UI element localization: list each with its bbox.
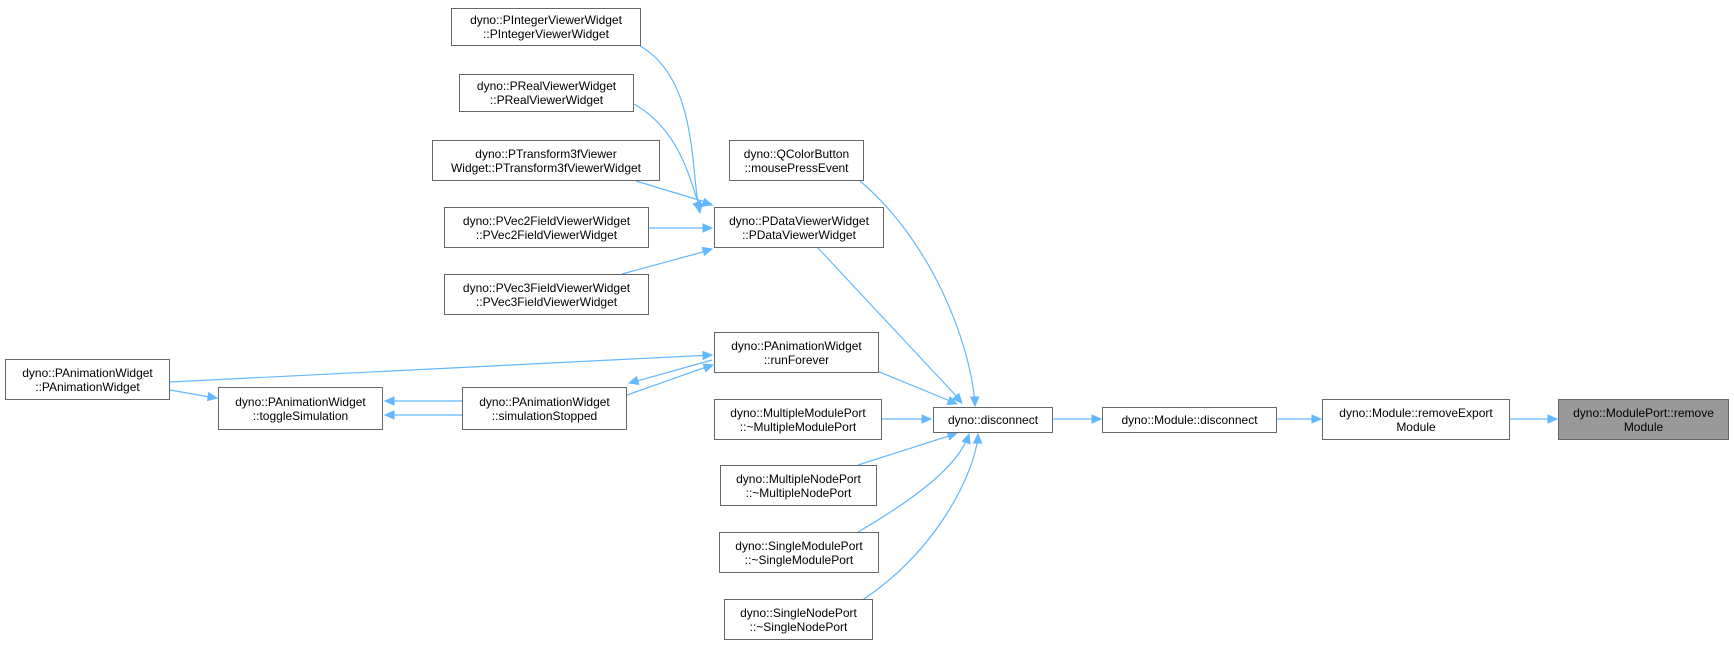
node-pvec2fieldviewerwidget-ctor[interactable]: dyno::PVec2FieldViewerWidget ::PVec2Fiel… — [444, 207, 649, 248]
node-label-line2: ::PVec3FieldViewerWidget — [475, 294, 618, 309]
edge-arrowhead — [946, 431, 959, 441]
edge-arrowhead — [972, 432, 983, 444]
node-label-line2: ::~MultipleNodePort — [745, 485, 852, 500]
edge-arrowhead — [921, 414, 933, 424]
call-edge — [633, 103, 701, 209]
node-pdataviewerwidget-ctor[interactable]: dyno::PDataViewerWidget ::PDataViewerWid… — [714, 207, 884, 248]
node-label-line2: Widget::PTransform3fViewerWidget — [450, 160, 642, 175]
node-multiplenodeport-dtor[interactable]: dyno::MultipleNodePort ::~MultipleNodePo… — [720, 465, 877, 506]
edge-arrowhead — [701, 246, 714, 257]
node-label-line1: dyno::PAnimationWidget — [235, 394, 366, 409]
node-panimationwidget-ctor[interactable]: dyno::PAnimationWidget ::PAnimationWidge… — [5, 359, 170, 400]
node-label-line1: dyno::PIntegerViewerWidget — [470, 13, 622, 27]
node-label-line1: dyno::PRealViewerWidget — [476, 79, 617, 93]
edge-arrowhead — [969, 396, 980, 408]
edge-arrowhead — [383, 396, 395, 406]
node-label-line2: ::~SingleNodePort — [749, 619, 848, 634]
edge-arrowhead — [627, 375, 640, 385]
node-label-line1: dyno::PAnimationWidget — [731, 338, 862, 353]
edge-arrowhead — [961, 432, 971, 445]
node-label-line2: Module — [1623, 419, 1664, 434]
edge-arrowhead — [952, 392, 963, 404]
node-label-line1: dyno::QColorButton — [743, 146, 850, 161]
node-qcolorbutton-mousepressevent[interactable]: dyno::QColorButton ::mousePressEvent — [729, 140, 864, 181]
call-edge — [857, 435, 979, 604]
node-singlemoduleport-dtor[interactable]: dyno::SingleModulePort ::~SingleModulePo… — [719, 532, 879, 573]
call-edge — [621, 249, 711, 275]
node-pintegerviewerwidget-ctor[interactable]: dyno::PIntegerViewerWidget ::PIntegerVie… — [451, 8, 641, 46]
node-module-removeexportmodule[interactable]: dyno::Module::removeExport Module — [1322, 399, 1510, 440]
node-label-line2: ::toggleSimulation — [252, 408, 349, 423]
node-label-line1: dyno::PAnimationWidget — [22, 365, 153, 380]
node-label-line2: ::PVec2FieldViewerWidget — [475, 227, 618, 242]
node-label-line2: ::simulationStopped — [491, 408, 598, 423]
edge-arrowhead — [1547, 414, 1559, 424]
edge-arrowhead — [383, 410, 395, 420]
node-label-line1: dyno::PDataViewerWidget — [729, 213, 869, 228]
call-edge — [629, 359, 713, 384]
node-label-line1: dyno::PVec3FieldViewerWidget — [462, 280, 631, 295]
edge-arrowhead — [702, 223, 714, 233]
edge-arrowhead — [702, 350, 714, 361]
node-label-line1: dyno::SingleModulePort — [735, 538, 863, 553]
node-singlenodeport-dtor[interactable]: dyno::SingleNodePort ::~SingleNodePort — [724, 599, 873, 640]
edge-arrowhead — [1091, 414, 1103, 424]
call-edge — [169, 354, 713, 383]
node-panimationwidget-simulationstopped[interactable]: dyno::PAnimationWidget ::simulationStopp… — [462, 387, 627, 430]
call-edge — [639, 45, 701, 211]
call-edge — [876, 370, 956, 404]
call-edge — [857, 435, 969, 533]
call-edge — [817, 247, 961, 401]
node-label-line2: ::PAnimationWidget — [35, 379, 140, 394]
edge-arrowhead — [946, 396, 959, 405]
node-panimationwidget-runforever[interactable]: dyno::PAnimationWidget ::runForever — [714, 332, 879, 373]
node-label-line2: ::~MultipleModulePort — [739, 419, 857, 434]
node-label-line1: dyno::ModulePort::remove — [1573, 405, 1714, 420]
node-multiplemoduleport-dtor[interactable]: dyno::MultipleModulePort ::~MultipleModu… — [714, 399, 882, 440]
node-prealviewerwidget-ctor[interactable]: dyno::PRealViewerWidget ::PRealViewerWid… — [459, 74, 634, 112]
node-label-line2: ::mousePressEvent — [744, 160, 849, 175]
edge-arrowhead — [701, 197, 714, 207]
node-pvec3fieldviewerwidget-ctor[interactable]: dyno::PVec3FieldViewerWidget ::PVec3Fiel… — [444, 274, 649, 315]
node-label-line2: ::PRealViewerWidget — [489, 93, 604, 107]
node-label-line1: dyno::SingleNodePort — [740, 605, 857, 620]
node-label-line1: dyno::Module::removeExport — [1339, 405, 1493, 420]
call-edge — [859, 180, 976, 405]
call-edge — [626, 364, 713, 396]
edge-arrowhead — [702, 363, 715, 373]
node-label-line1: dyno::disconnect — [947, 413, 1039, 427]
node-label-line1: dyno::PTransform3fViewer — [475, 146, 617, 161]
node-label-line2: ::PIntegerViewerWidget — [483, 27, 609, 41]
node-label-line2: ::runForever — [763, 352, 830, 367]
node-label-line1: dyno::Module::disconnect — [1121, 413, 1258, 427]
node-ptransform3fviewerwidget-ctor[interactable]: dyno::PTransform3fViewer Widget::PTransf… — [432, 140, 660, 181]
call-edge — [635, 180, 713, 205]
node-disconnect[interactable]: dyno::disconnect — [933, 407, 1053, 433]
node-module-disconnect[interactable]: dyno::Module::disconnect — [1102, 407, 1277, 433]
node-panimationwidget-togglesimulation[interactable]: dyno::PAnimationWidget ::toggleSimulatio… — [218, 387, 383, 430]
call-edge — [169, 389, 216, 399]
node-label-line2: Module — [1396, 419, 1436, 434]
edge-arrowhead — [206, 391, 219, 402]
edge-arrowhead — [1311, 414, 1323, 424]
node-label-line1: dyno::MultipleModulePort — [730, 405, 866, 420]
node-label-line1: dyno::PAnimationWidget — [479, 394, 610, 409]
call-edge — [857, 433, 956, 466]
node-moduleport-removemodule-current[interactable]: dyno::ModulePort::remove Module — [1558, 399, 1729, 440]
node-label-line1: dyno::MultipleNodePort — [736, 471, 861, 486]
node-label-line2: ::PDataViewerWidget — [742, 227, 856, 242]
node-label-line1: dyno::PVec2FieldViewerWidget — [462, 213, 631, 228]
node-label-line2: ::~SingleModulePort — [744, 552, 854, 567]
edge-arrowhead — [692, 200, 702, 213]
